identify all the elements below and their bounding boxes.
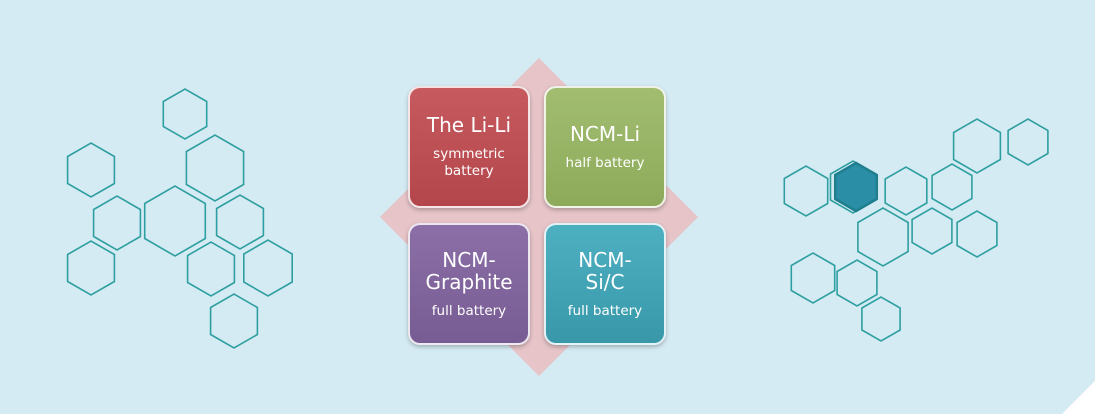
tile-ncm-graphite-full-battery: NCM- Graphite full battery bbox=[408, 223, 530, 345]
hexagon-shape bbox=[836, 259, 878, 307]
tile-title: The Li-Li bbox=[426, 113, 512, 137]
hexagon-shape bbox=[162, 88, 208, 140]
hexagon-shape bbox=[143, 185, 207, 257]
tile-subtitle: half battery bbox=[565, 154, 645, 171]
tile-title: NCM- Graphite bbox=[425, 247, 513, 294]
hexagon-shape bbox=[215, 194, 265, 250]
hexagon-shape bbox=[243, 239, 294, 297]
hexagon-shape bbox=[185, 134, 245, 202]
hexagon-shape bbox=[66, 142, 116, 198]
tile-title: NCM- Si/C bbox=[578, 247, 632, 294]
hexagon-shape bbox=[92, 195, 142, 251]
hexagon-shape bbox=[1007, 118, 1049, 166]
hexagon-shape bbox=[783, 165, 829, 217]
tile-subtitle: full battery bbox=[431, 302, 507, 319]
hexagon-shape bbox=[209, 293, 259, 349]
hexagon-shape bbox=[952, 118, 1002, 174]
hexagon-shape bbox=[857, 207, 909, 267]
hexagon-shape bbox=[861, 296, 901, 342]
tile-title: NCM-Li bbox=[569, 121, 641, 146]
tile-li-li-symmetric-battery: The Li-Li symmetric battery bbox=[408, 86, 530, 208]
hexagon-shape bbox=[790, 252, 836, 304]
hexagon-shape bbox=[956, 210, 998, 258]
hexagon-shape bbox=[884, 166, 928, 216]
hexagon-cluster-right bbox=[783, 118, 1049, 342]
tile-ncm-sic-full-battery: NCM- Si/C full battery bbox=[544, 223, 666, 345]
hexagon-shape bbox=[931, 163, 973, 211]
tile-ncm-li-half-battery: NCM-Li half battery bbox=[544, 86, 666, 208]
hexagon-shape bbox=[911, 207, 953, 255]
hexagon-shape bbox=[186, 241, 236, 297]
hexagon-highlight-shape bbox=[833, 161, 879, 213]
tile-subtitle: full battery bbox=[567, 302, 643, 319]
hexagon-shape bbox=[66, 240, 116, 296]
tile-subtitle: symmetric battery bbox=[433, 146, 505, 179]
hexagon-cluster-left bbox=[66, 88, 294, 349]
